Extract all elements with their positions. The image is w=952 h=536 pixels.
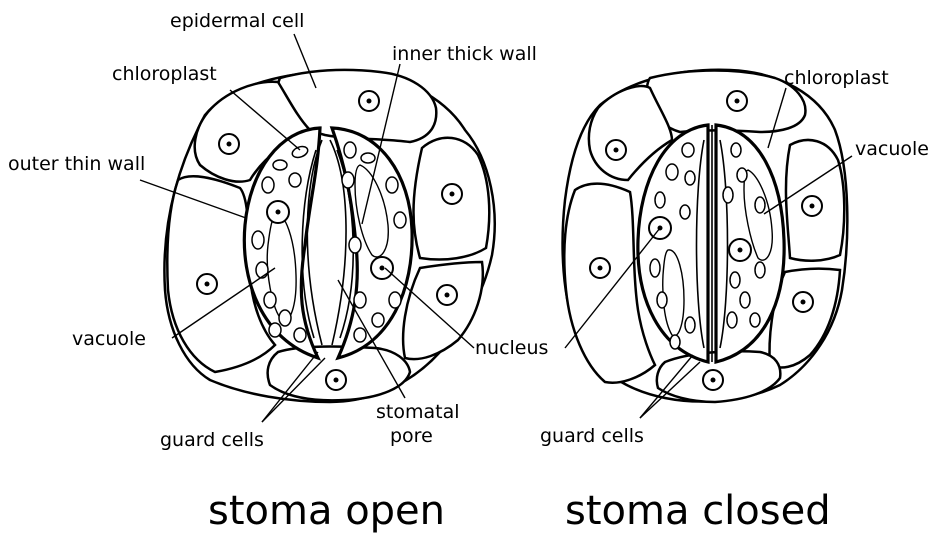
- label-vacuole-right: vacuole: [855, 138, 929, 160]
- title-stoma-open: stoma open: [208, 488, 445, 534]
- label-guard-cells-right: guard cells: [540, 425, 644, 447]
- label-vacuole-left: vacuole: [72, 328, 146, 350]
- title-stoma-closed: stoma closed: [565, 488, 831, 534]
- stoma-open-figure: [164, 70, 494, 402]
- label-outer-thin-wall: outer thin wall: [8, 153, 145, 175]
- label-stomatal-pore-1: stomatal: [376, 401, 460, 423]
- stoma-closed-figure: [563, 70, 848, 402]
- label-chloroplast-right: chloroplast: [784, 67, 889, 89]
- label-epidermal-cell: epidermal cell: [170, 10, 304, 32]
- label-chloroplast-left: chloroplast: [112, 63, 217, 85]
- label-nucleus: nucleus: [475, 337, 548, 359]
- label-stomatal-pore-2: pore: [390, 425, 433, 447]
- label-guard-cells-left: guard cells: [160, 429, 264, 451]
- label-inner-thick-wall: inner thick wall: [392, 43, 537, 65]
